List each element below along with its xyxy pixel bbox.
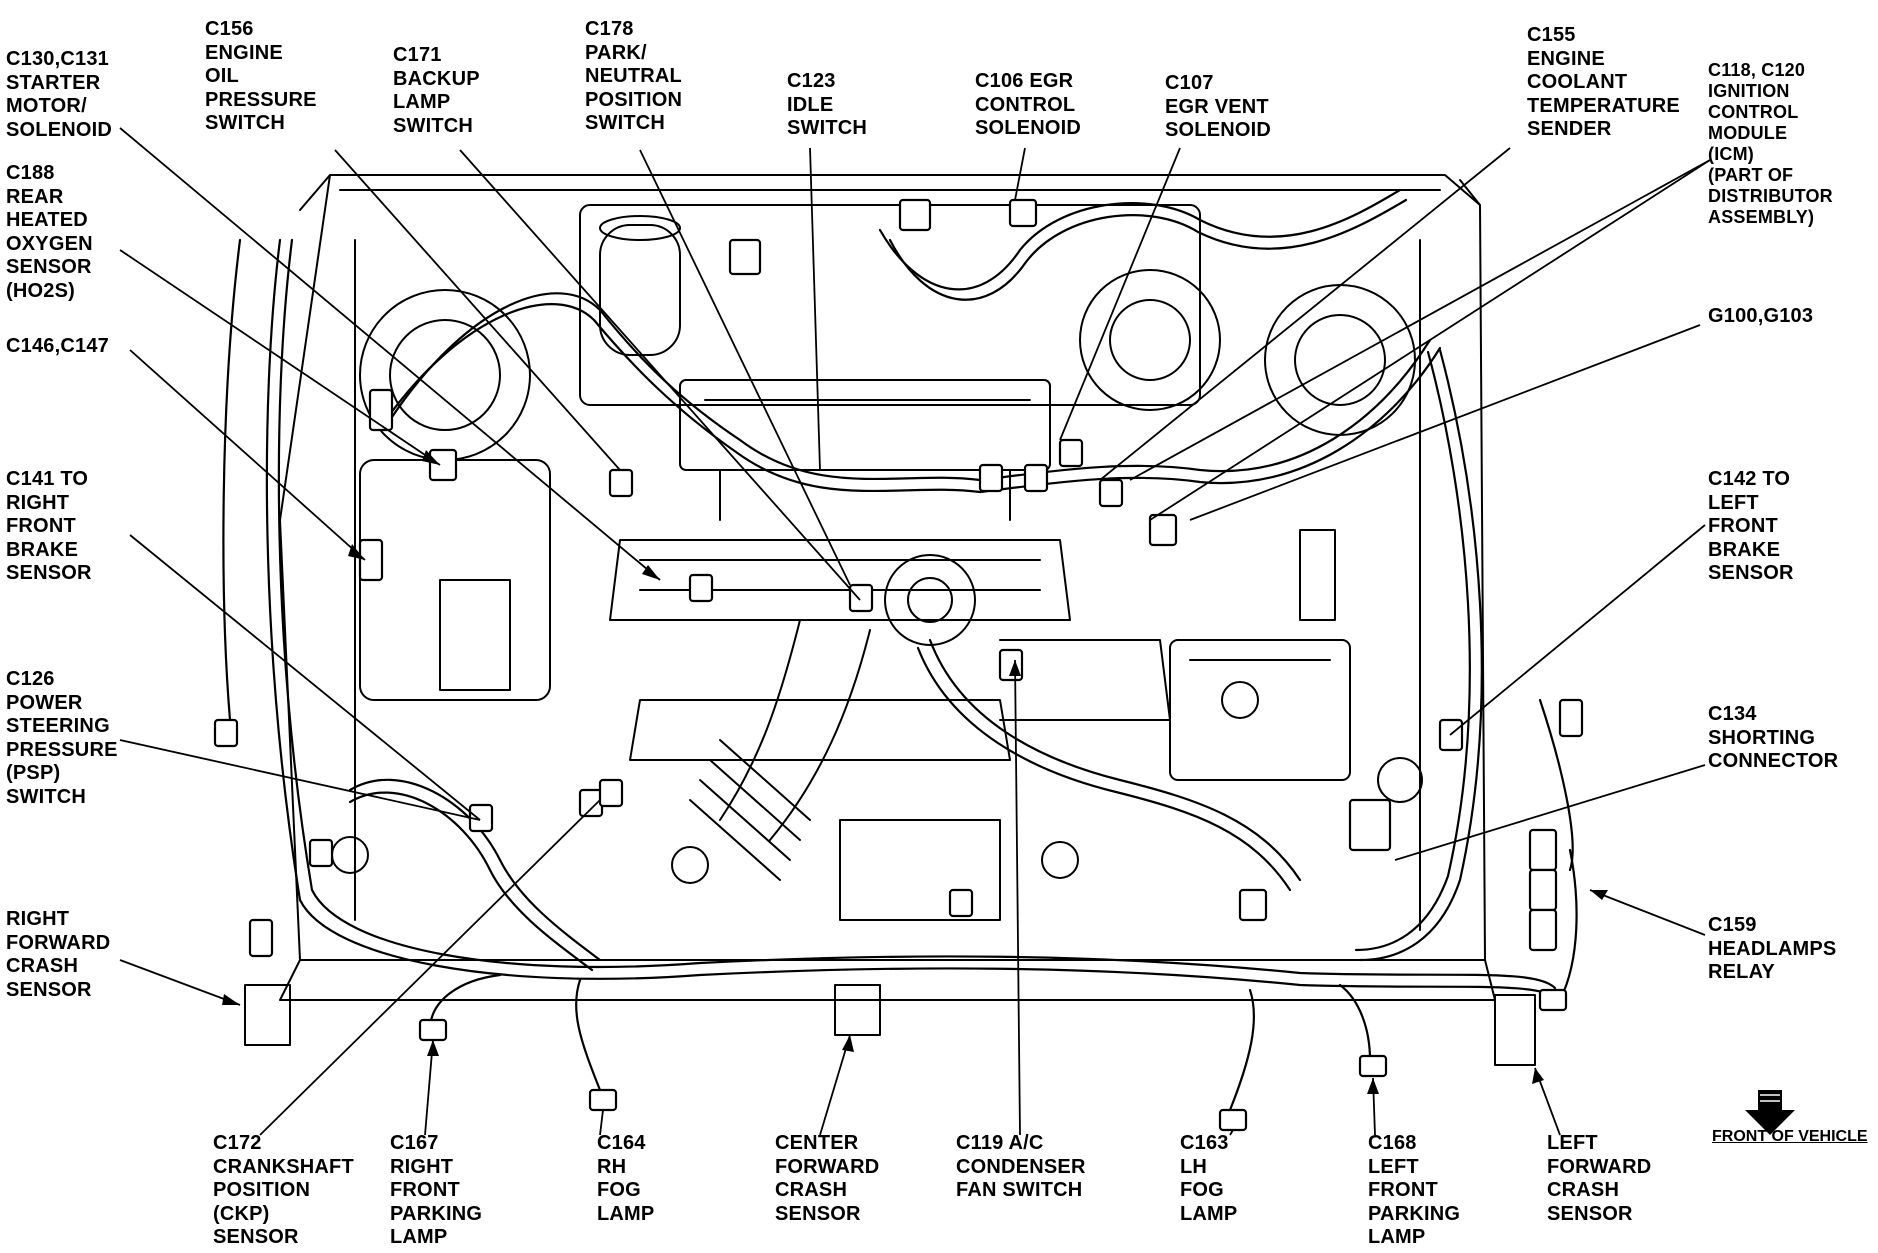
label-c178: C178 PARK/ NEUTRAL POSITION SWITCH [585,18,683,134]
connector [418,1018,448,1042]
harness-main [265,238,1562,1002]
label-c159: C159 HEADLAMPS RELAY [1708,914,1837,983]
harness-rear [878,188,1402,291]
label-c106: C106 EGR CONTROL SOLENOID [975,70,1082,139]
label-c126: C126 POWER STEERING PRESSURE (PSP) SWITC… [6,668,118,808]
label-c119: C119 A/C CONDENSER FAN SWITCH [956,1132,1086,1201]
label-c134: C134 SHORTING CONNECTOR [1708,703,1839,772]
label-c142: C142 TO LEFT FRONT BRAKE SENSOR [1708,468,1794,584]
label-c146: C146,C147 [6,335,109,357]
label-c163: C163 LH FOG LAMP [1180,1132,1238,1225]
label-c141: C141 TO RIGHT FRONT BRAKE SENSOR [6,468,92,584]
harness-upper [388,292,1432,482]
label-c118: C118, C120 IGNITION CONTROL MODULE (ICM)… [1708,60,1833,227]
label-center-forward-crash: CENTER FORWARD CRASH SENSOR [775,1132,880,1225]
front-of-vehicle-label: FRONT OF VEHICLE [1712,1128,1868,1145]
label-c167: C167 RIGHT FRONT PARKING LAMP [390,1132,483,1248]
harness-right [1358,348,1483,962]
compartment-outline [279,174,1486,961]
harness-branch-left [348,778,602,962]
harness-center [928,638,1302,882]
label-c171: C171 BACKUP LAMP SWITCH [393,44,480,137]
label-c107: C107 EGR VENT SOLENOID [1165,72,1272,141]
label-c168: C168 LEFT FRONT PARKING LAMP [1368,1132,1461,1248]
label-c172: C172 CRANKSHAFT POSITION (CKP) SENSOR [213,1132,354,1248]
label-c164: C164 RH FOG LAMP [597,1132,655,1225]
label-right-forward-crash: RIGHT FORWARD CRASH SENSOR [6,908,111,1001]
label-c130: C130,C131 STARTER MOTOR/ SOLENOID [6,48,113,141]
label-c123: C123 IDLE SWITCH [787,70,868,139]
label-left-forward-crash: LEFT FORWARD CRASH SENSOR [1547,1132,1652,1225]
label-c155: C155 ENGINE COOLANT TEMPERATURE SENDER [1527,24,1680,140]
label-g100: G100,G103 [1708,305,1814,327]
label-c156: C156 ENGINE OIL PRESSURE SWITCH [205,18,317,134]
label-c188: C188 REAR HEATED OXYGEN SENSOR (HO2S) [6,162,93,302]
front-arrow-icon [1745,1090,1795,1135]
